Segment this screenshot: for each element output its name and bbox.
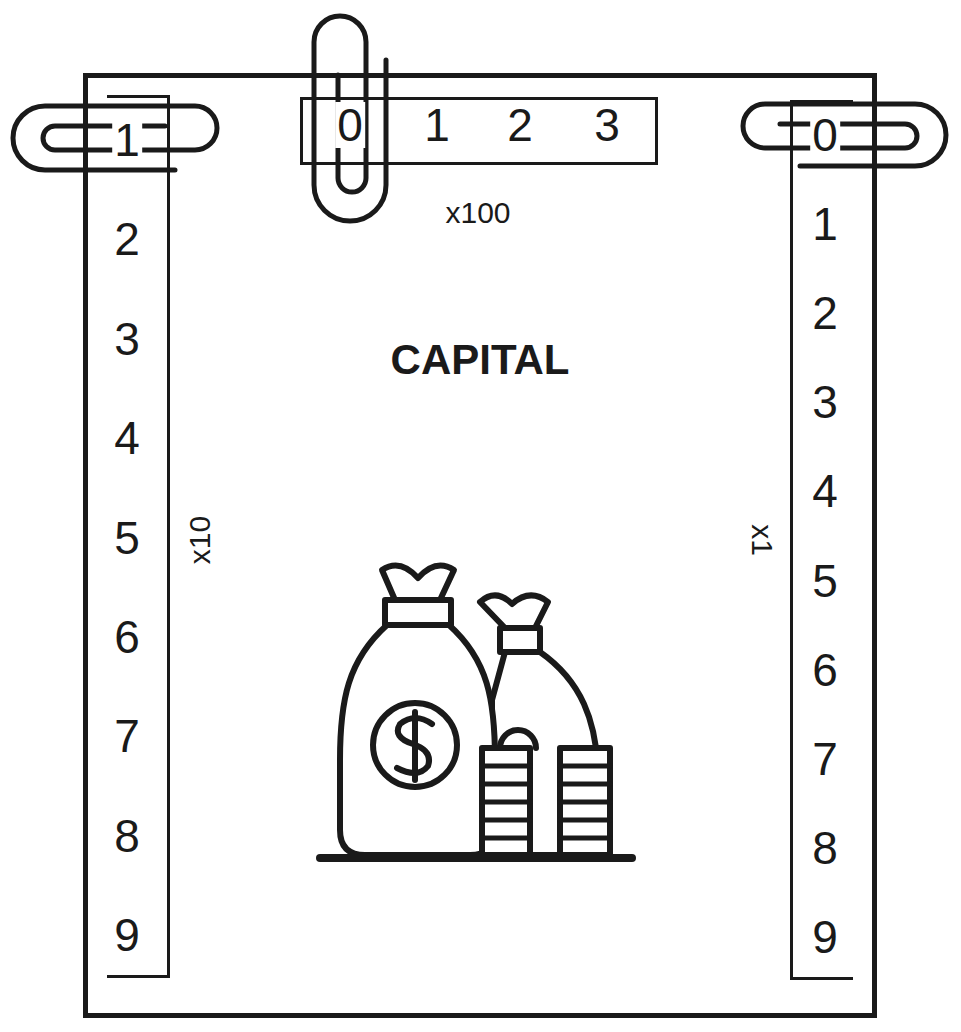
digit: 1 — [422, 102, 452, 148]
money-bags-icon — [320, 566, 632, 859]
paper-clip — [314, 16, 386, 221]
multiplier-label: x10 — [185, 514, 215, 566]
digit: 0 — [810, 112, 840, 158]
capital-card: CAPITAL0123x100123456789x100123456789x1 — [83, 73, 877, 1018]
paper-clips — [13, 16, 946, 221]
big-bag — [340, 625, 495, 855]
dollar-circle — [373, 703, 457, 787]
digit: 8 — [810, 825, 840, 871]
digit: 1 — [112, 117, 142, 163]
tens-strip: 123456789x10 — [107, 95, 170, 978]
digit: 4 — [810, 468, 840, 514]
multiplier-label: x1 — [747, 522, 777, 558]
digit: 9 — [810, 914, 840, 960]
digit: 0 — [335, 102, 365, 148]
hundreds-strip: 0123x100 — [300, 97, 658, 165]
multiplier-label: x100 — [443, 198, 512, 228]
coin-lines — [482, 766, 610, 838]
bag-neck — [500, 628, 540, 652]
digit: 3 — [810, 379, 840, 425]
dollar-sign — [412, 712, 418, 780]
digit: 2 — [810, 290, 840, 336]
bag-knot — [382, 566, 454, 601]
digit: 7 — [112, 713, 142, 759]
ground-line — [320, 854, 632, 862]
digit: 6 — [810, 647, 840, 693]
digit: 3 — [592, 102, 622, 148]
paper-clip — [743, 104, 946, 166]
paper-clip — [13, 106, 217, 170]
digit: 6 — [112, 614, 142, 660]
bag-neck — [385, 600, 451, 625]
digit: 1 — [810, 201, 840, 247]
digit: 7 — [810, 736, 840, 782]
card-title: CAPITAL — [389, 339, 572, 381]
digit: 9 — [112, 912, 142, 958]
digit: 2 — [505, 102, 535, 148]
digit: 5 — [112, 515, 142, 561]
digit: 3 — [112, 316, 142, 362]
digit: 5 — [810, 558, 840, 604]
bag-knot — [480, 595, 548, 628]
digit: 8 — [112, 813, 142, 859]
digit: 2 — [112, 216, 142, 262]
ones-strip: 0123456789x1 — [790, 100, 853, 980]
digit: 4 — [112, 415, 142, 461]
